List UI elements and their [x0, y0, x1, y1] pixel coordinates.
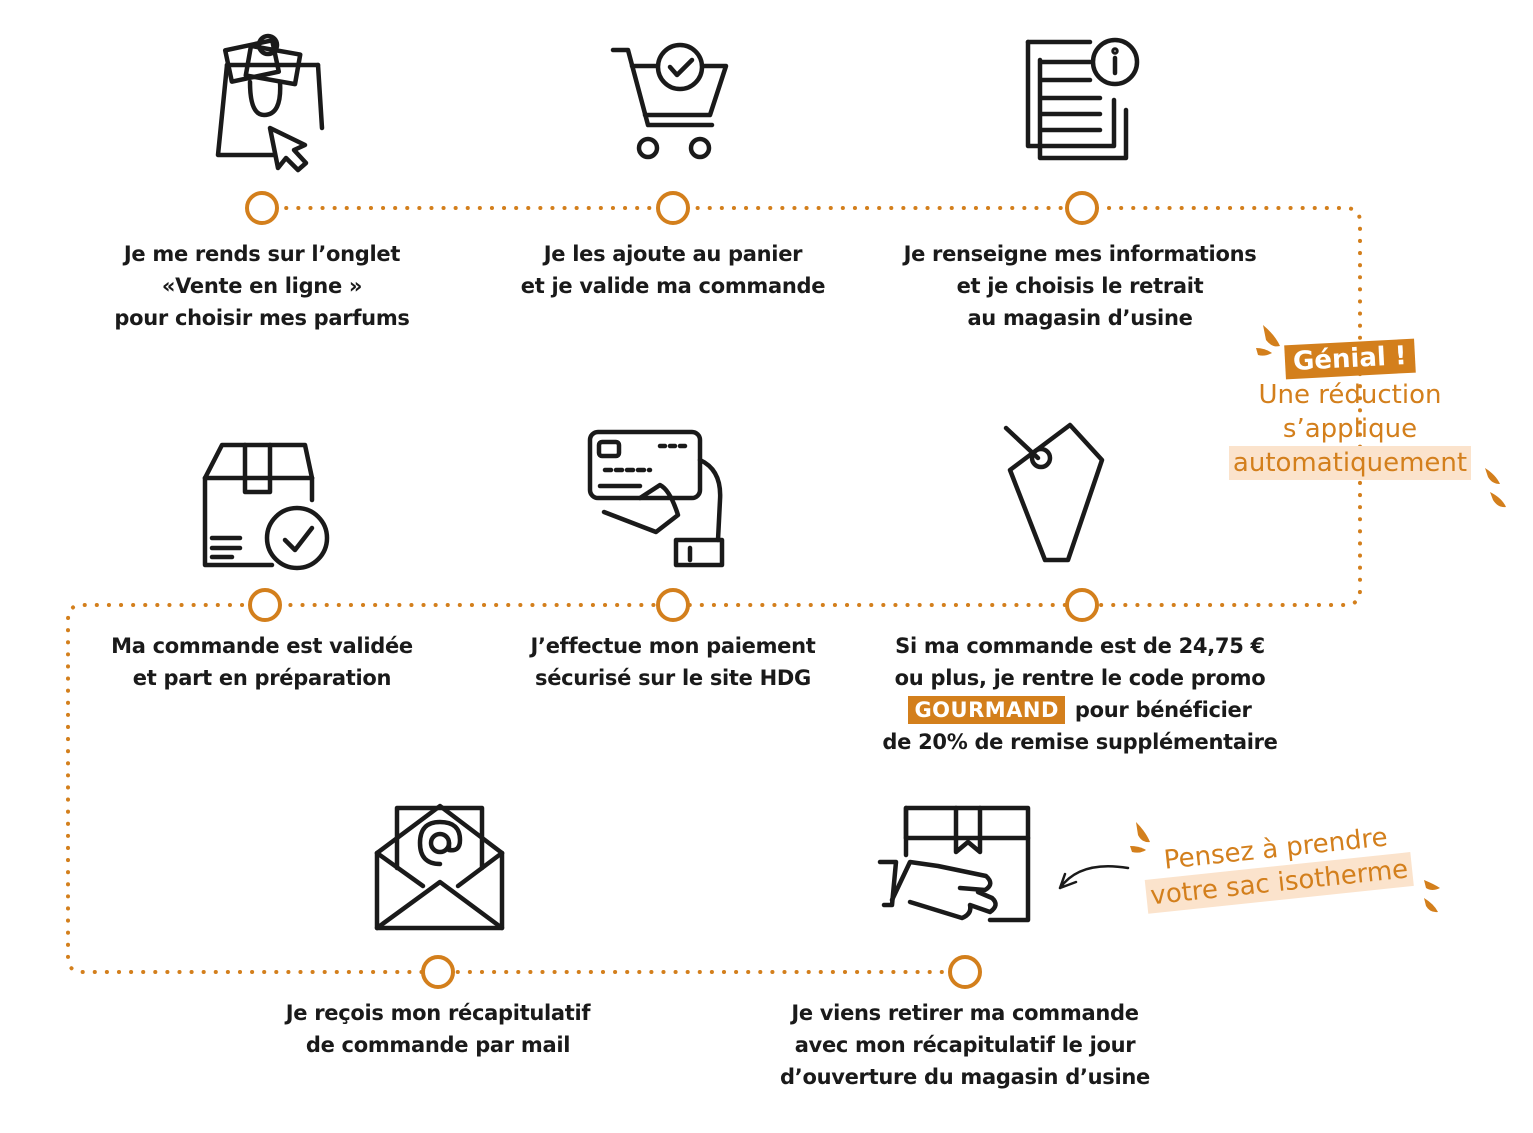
- step-circle-2: [656, 191, 690, 225]
- step-circle-6: [248, 588, 282, 622]
- reduction-note-line: automatiquement: [1228, 446, 1472, 480]
- step-6-text: Ma commande est validée et part en prépa…: [111, 634, 413, 690]
- step-4-text: Si ma commande est de 24,75 € ou plus, j…: [882, 634, 1278, 754]
- envelope-at-icon: [374, 803, 505, 931]
- promo-after-text: pour bénéficier: [1074, 698, 1252, 722]
- price-tag-icon: [1003, 422, 1105, 563]
- step-circle-3: [1065, 191, 1099, 225]
- step-1-text: Je me rends sur l’onglet «Vente en ligne…: [114, 242, 410, 330]
- step-8-text: Je viens retirer ma commande avec mon ré…: [780, 1001, 1150, 1089]
- splash-icon: [1424, 898, 1438, 913]
- splash-icon: [1485, 468, 1500, 484]
- splash-icon: [1136, 822, 1150, 843]
- splash-icon: [1256, 348, 1272, 356]
- step-circle-1: [245, 191, 279, 225]
- shopping-bag-click-icon: [215, 33, 325, 173]
- splash-icon: [1490, 492, 1506, 508]
- step-circle-8: [948, 955, 982, 989]
- document-info-icon: [1025, 37, 1140, 161]
- splash-icon: [1424, 880, 1440, 890]
- step-5-text: J’effectue mon paiement sécurisé sur le …: [530, 634, 816, 690]
- promo-code-badge: GOURMAND: [908, 696, 1065, 724]
- step-7-text: Je reçois mon récapitulatif de commande …: [285, 1001, 591, 1057]
- step-3-text: Je renseigne mes informations et je choi…: [903, 242, 1257, 330]
- splash-icon: [1263, 325, 1280, 347]
- arrow-icon: [1058, 864, 1130, 890]
- step-circle-4: [1065, 588, 1099, 622]
- splash-icon: [1130, 846, 1146, 853]
- step-circles: [245, 191, 1099, 989]
- genial-badge: Génial !: [1284, 338, 1416, 380]
- box-check-icon: [202, 442, 330, 571]
- hand-box-icon: [877, 805, 1031, 923]
- step-2-text: Je les ajoute au panier et je valide ma …: [520, 242, 826, 298]
- reduction-note: Génial ! Une réduction s’applique automa…: [1210, 338, 1490, 480]
- cart-check-icon: [610, 42, 729, 160]
- card-payment-icon: [587, 429, 725, 568]
- dotted-path: [66, 206, 1362, 974]
- step-circle-5: [656, 588, 690, 622]
- step-circle-7: [421, 955, 455, 989]
